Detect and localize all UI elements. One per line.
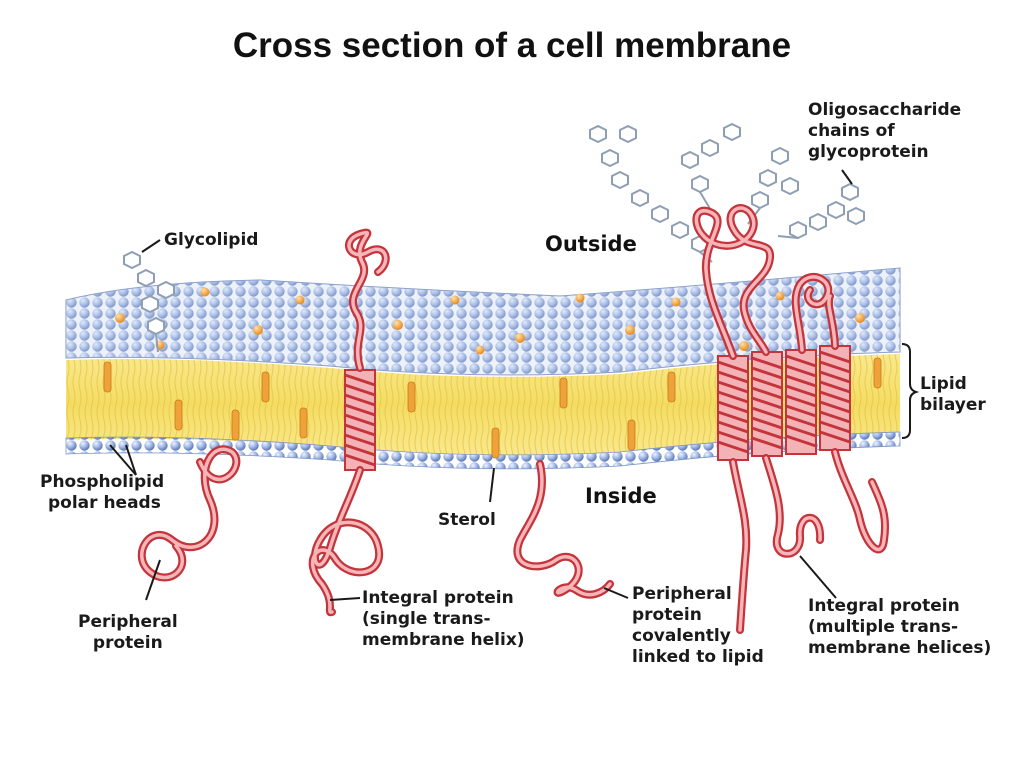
inside-label: Inside (585, 484, 657, 508)
bilayer-bracket (901, 343, 920, 439)
oligosaccharide-chains (589, 122, 865, 263)
outer-leaflet-surface (65, 267, 901, 376)
glycolipid-chain (123, 250, 175, 353)
peripheral-protein-label: Peripheral protein (78, 612, 178, 653)
phospholipid-heads-label: Phospholipid polar heads (40, 472, 165, 513)
sterol-rods (103, 357, 882, 459)
page-title: Cross section of a cell membrane (232, 26, 792, 65)
sterol-heads (115, 287, 865, 355)
single-pass-helix (344, 369, 376, 471)
lipid-bilayer-label: Lipid bilayer (920, 374, 986, 415)
integral-multiple-label: Integral protein (multiple trans- membra… (808, 596, 992, 658)
multi-pass-helices (717, 345, 851, 461)
glycolipid-label: Glycolipid (164, 230, 259, 250)
outside-label: Outside (545, 232, 637, 256)
integral-single-label: Integral protein (single trans- membrane… (362, 588, 525, 650)
oligosaccharide-label: Oligosaccharide chains of glycoprotein (808, 100, 962, 162)
sterol-label: Sterol (438, 510, 496, 530)
leader-lines (109, 169, 853, 601)
peripheral-covalent-label: Peripheral protein covalently linked to … (632, 584, 764, 667)
